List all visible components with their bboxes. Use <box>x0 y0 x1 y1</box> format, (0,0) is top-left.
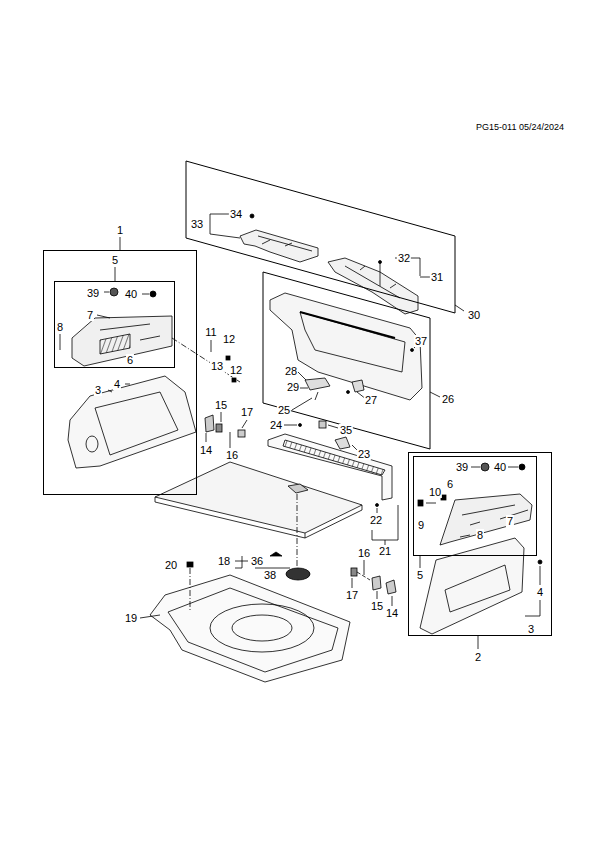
callout-number: 6 <box>126 354 134 366</box>
callout-number: 29 <box>286 381 300 393</box>
callout-number: 14 <box>385 607 399 619</box>
callout-number: 32 <box>397 252 411 264</box>
frame-outline <box>408 452 552 636</box>
callout-number: 5 <box>416 569 424 581</box>
callout-number: 7 <box>506 515 514 527</box>
callout-number: 16 <box>225 449 239 461</box>
callout-number: 39 <box>86 287 100 299</box>
callout-number: 18 <box>217 555 231 567</box>
callout-number: 4 <box>536 586 544 598</box>
frame-outline <box>54 281 175 368</box>
callout-number: 10 <box>428 486 442 498</box>
frame-outline <box>413 456 537 556</box>
callout-number: 37 <box>414 335 428 347</box>
callout-number: 36 <box>250 555 264 567</box>
group-frame: 5 <box>413 456 537 556</box>
callout-number: 12 <box>229 364 243 376</box>
callout-number: 4 <box>113 378 121 390</box>
callout-number: 14 <box>199 444 213 456</box>
callout-number: 31 <box>430 271 444 283</box>
callout-number: 22 <box>369 514 383 526</box>
callout-number: 16 <box>357 547 371 559</box>
callout-number: 8 <box>56 321 64 333</box>
frame-outline <box>43 250 197 495</box>
callout-number: 21 <box>378 545 392 557</box>
callout-number: 15 <box>370 600 384 612</box>
callout-number: 19 <box>124 612 138 624</box>
callout-number: 38 <box>263 569 277 581</box>
callout-number: 17 <box>345 589 359 601</box>
group-frame: 15 <box>43 250 197 495</box>
callout-number: 24 <box>269 419 283 431</box>
callout-number: 40 <box>124 288 138 300</box>
group-parallelogram: 30 <box>186 161 455 313</box>
group-frame: 5 <box>54 281 175 368</box>
callout-number: 3 <box>527 623 535 635</box>
callout-number: 3 <box>94 384 102 396</box>
callout-number: 8 <box>476 529 484 541</box>
callout-number: 6 <box>446 478 454 490</box>
callout-number: 28 <box>284 365 298 377</box>
callout-number: 30 <box>467 309 481 321</box>
group-parallelogram: 26 <box>263 272 430 449</box>
callout-number: 13 <box>210 360 224 372</box>
drawing-code: PG15-011 05/24/2024 <box>475 121 565 133</box>
frame-outline <box>186 161 455 313</box>
callout-number: 35 <box>339 424 353 436</box>
callout-number: 12 <box>222 333 236 345</box>
callout-number: 9 <box>417 519 425 531</box>
callout-number: 20 <box>164 559 178 571</box>
callout-number: 17 <box>240 406 254 418</box>
callout-number: 15 <box>214 399 228 411</box>
callout-number: 7 <box>86 309 94 321</box>
callout-number: 33 <box>190 218 204 230</box>
frame-outline <box>263 272 430 449</box>
callout-number: 5 <box>111 254 119 266</box>
callout-number: 26 <box>441 393 455 405</box>
callout-number: 34 <box>229 208 243 220</box>
callout-number: 40 <box>493 461 507 473</box>
callout-number: 39 <box>455 461 469 473</box>
callout-number: 27 <box>364 394 378 406</box>
callout-number: 25 <box>277 404 291 416</box>
group-frame: 25 <box>408 452 552 636</box>
callout-number: 2 <box>474 651 482 663</box>
callout-number: 23 <box>357 448 371 460</box>
callout-number: 11 <box>204 326 217 338</box>
callout-number: 1 <box>116 224 124 236</box>
